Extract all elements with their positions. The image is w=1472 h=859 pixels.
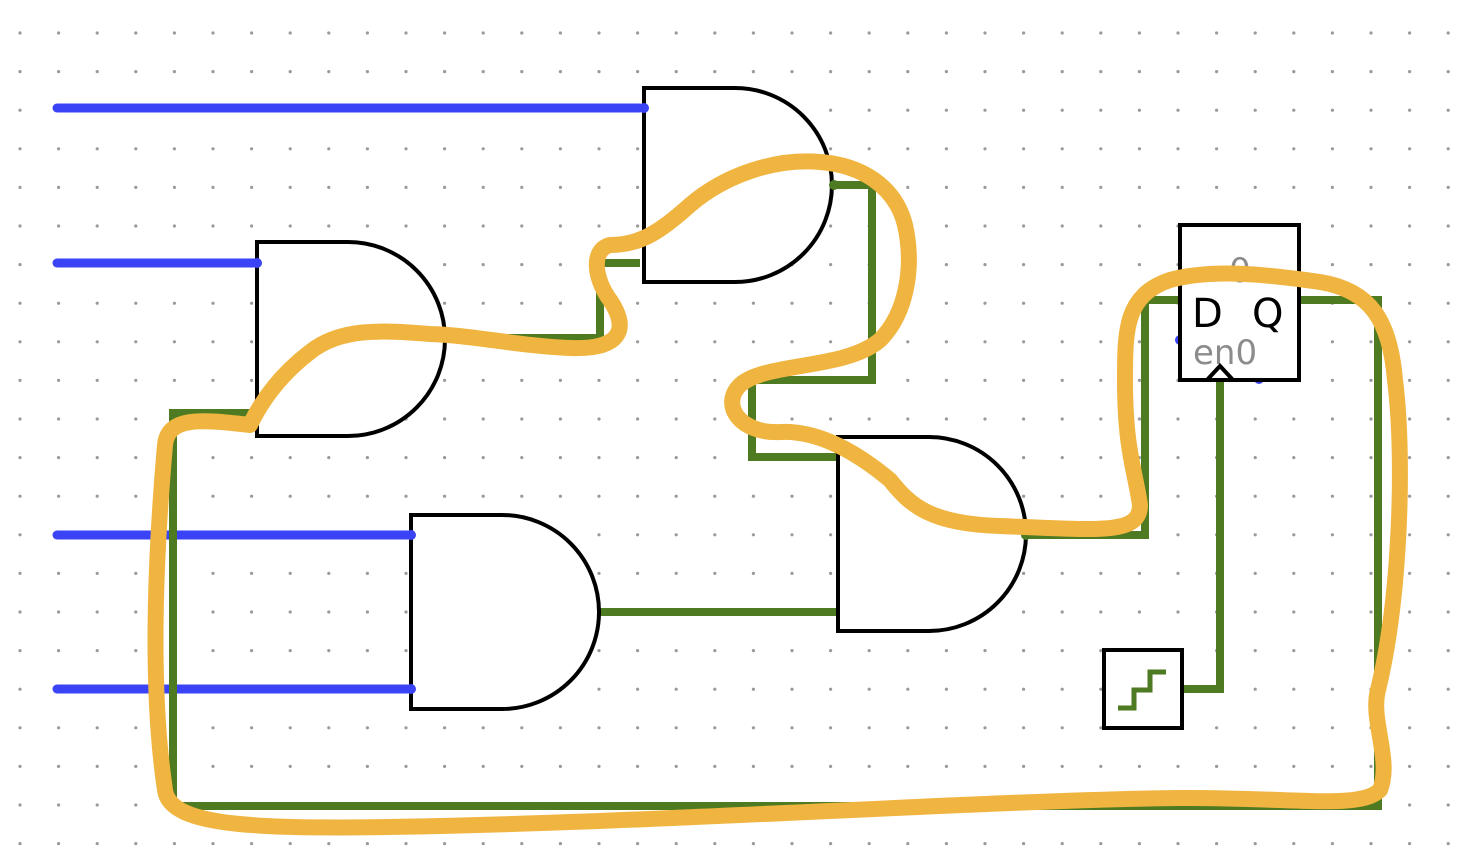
input-wires	[52, 103, 645, 694]
flipflop-en-label: en0	[1193, 333, 1257, 373]
clock-icon	[1118, 669, 1166, 711]
highlight-loop-annotation	[147, 153, 1408, 836]
pin-and3-in1	[406, 530, 416, 540]
and-gate-1[interactable]	[642, 86, 834, 284]
wire-clock-to-ff[interactable]	[1180, 380, 1224, 693]
wire-and4-to-d[interactable]	[1025, 296, 1180, 539]
flipflop-box[interactable]	[1178, 223, 1301, 382]
flipflop-q-label: Q	[1252, 291, 1283, 337]
clock-source[interactable]	[1102, 648, 1184, 730]
clock-triangle-icon	[1205, 363, 1235, 382]
pin-and3-in2	[406, 684, 416, 694]
pin-and1-in1	[639, 103, 649, 113]
pin-and1-out	[829, 180, 839, 190]
and-gates	[255, 86, 1028, 711]
and-gate-3[interactable]	[409, 513, 601, 711]
pin-and2-in1	[252, 258, 262, 268]
d-flipflop[interactable]: 0 D Q en0	[1178, 223, 1301, 382]
flipflop-d-label: D	[1192, 291, 1223, 337]
wire-and1-to-and4[interactable]	[748, 181, 876, 461]
